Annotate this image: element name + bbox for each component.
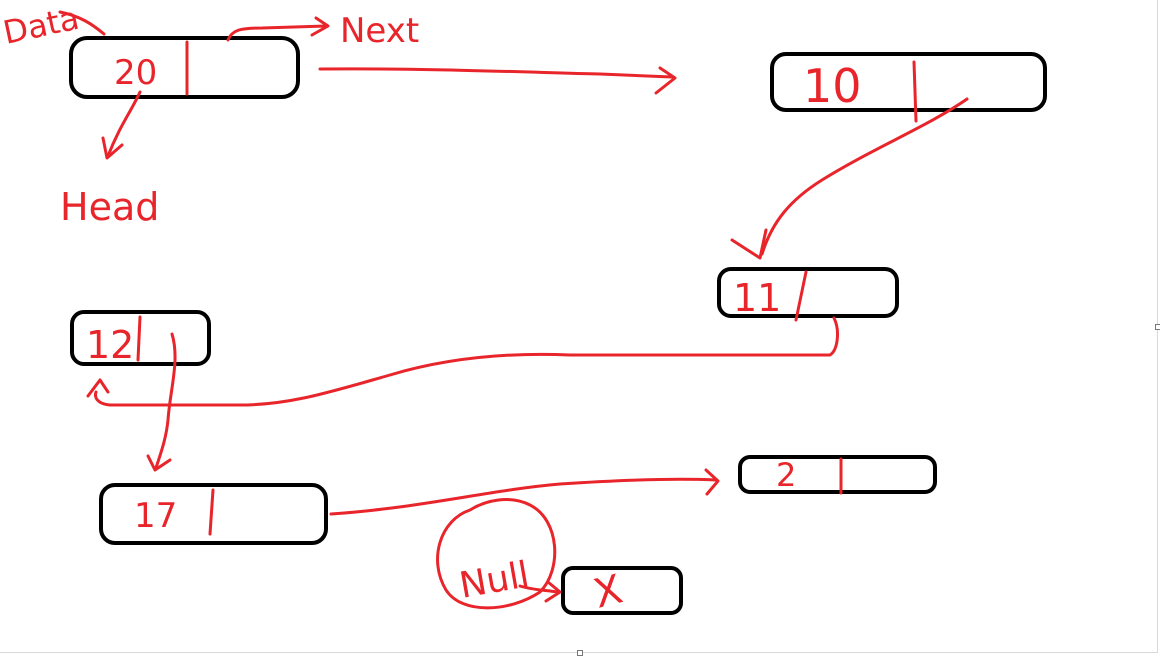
link-12-to-17 (154, 332, 177, 470)
resize-handle-right[interactable] (1155, 324, 1160, 330)
node-17-value: 17 (134, 496, 177, 536)
head-arrow-head (101, 136, 124, 160)
next-arrow (226, 24, 328, 42)
node-12-value: 12 (86, 323, 134, 367)
link-11-to-12 (94, 316, 839, 407)
node-2-value: 2 (776, 456, 796, 494)
node-10-value: 10 (803, 59, 862, 113)
node-20-box (69, 36, 300, 99)
null-node-box (561, 566, 683, 615)
null-node-mark: X (589, 566, 627, 617)
data-annotation: Data (0, 0, 82, 52)
link-10-to-11 (760, 97, 969, 256)
node-2-box (738, 455, 937, 494)
node-10-box (770, 52, 1047, 112)
head-arrow (106, 90, 142, 158)
null-arrow (518, 584, 560, 594)
link-20-to-10 (318, 67, 674, 79)
next-arrow-head (310, 16, 330, 37)
link-17-to-2 (329, 477, 718, 516)
node-11-value: 11 (733, 276, 781, 320)
node-20-value: 20 (114, 53, 157, 93)
next-annotation: Next (340, 11, 419, 51)
node-12-divider (136, 315, 142, 362)
link-11-to-12-head (86, 378, 110, 398)
null-arrow-head (544, 580, 562, 603)
node-12-box (70, 310, 211, 366)
null-annotation: Null (456, 554, 532, 606)
link-17-to-2-head (704, 468, 720, 496)
node-11-divider (794, 270, 808, 322)
link-20-to-10-head (654, 66, 677, 95)
node-17-divider (208, 488, 215, 536)
link-10-to-11-head (730, 228, 768, 260)
null-circle (436, 498, 557, 610)
head-annotation: Head (60, 185, 159, 229)
node-17-box (99, 483, 328, 545)
node-11-box (717, 267, 899, 318)
node-10-divider (912, 60, 918, 123)
data-arrow (58, 10, 106, 36)
link-12-to-17-head (146, 454, 172, 472)
